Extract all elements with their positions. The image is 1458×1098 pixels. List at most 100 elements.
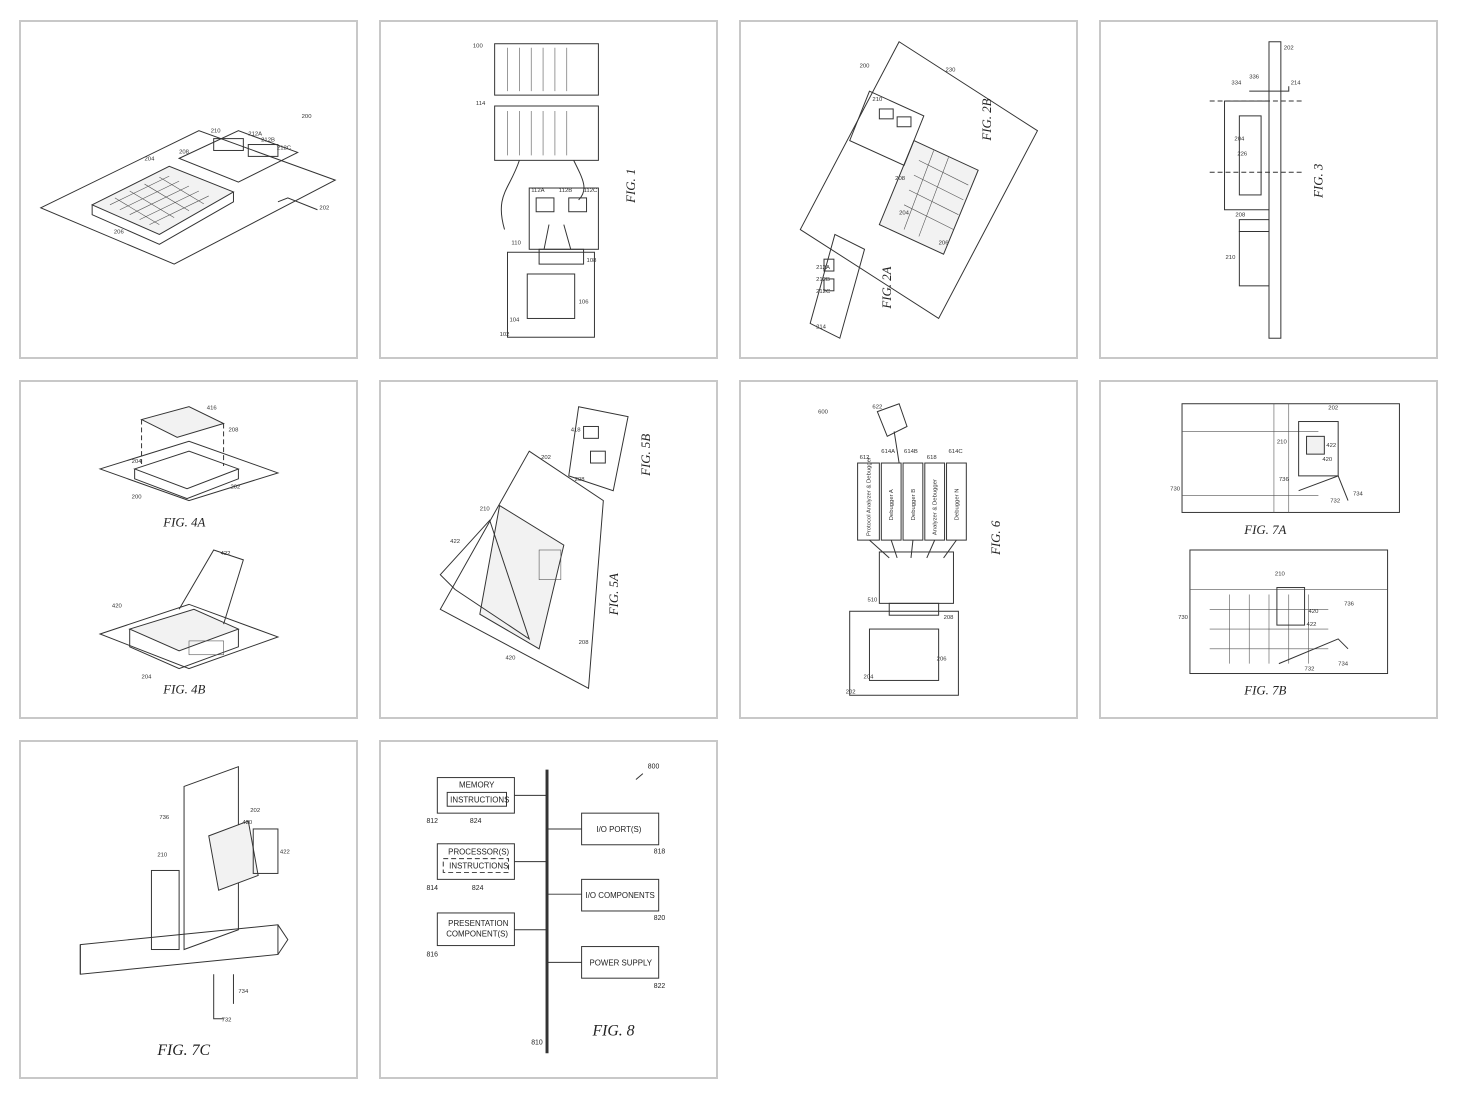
ref-label: 614A — [881, 449, 895, 455]
io-ports-block: I/O PORT(S) 818 — [581, 812, 665, 856]
figure-caption: FIG. 5B — [639, 434, 653, 477]
debugger-box-label: Analyzer & Debugger — [933, 479, 939, 535]
ref-label: 730 — [1178, 615, 1189, 621]
ref-label: 622 — [872, 405, 882, 411]
memory-instructions: INSTRUCTIONS — [450, 795, 509, 804]
ref-label: 212A — [816, 265, 830, 271]
figure-tile-1: 100 114 112A 112B 112C 110 108 106 104 1… — [379, 20, 718, 359]
figure-tile-2: 200 210 212A 212B 212C 208 204 202 206 — [19, 20, 358, 359]
ref-label: 420 — [112, 603, 123, 609]
presentation-line1: PRESENTATION — [448, 919, 509, 928]
io-components-block: I/O COMPONENTS 820 — [581, 878, 665, 922]
debugger-box-label: Debugger N — [954, 488, 960, 520]
ref-label: 110 — [511, 240, 521, 246]
ref-label: 202 — [846, 689, 856, 695]
board-isometric-drawing: 200 210 212A 212B 212C 208 204 202 206 — [39, 114, 337, 265]
fig4-drawing: 416 208 204 200 202 422 420 204 FIG. 4A … — [98, 406, 280, 696]
ref-label: 230 — [946, 67, 957, 73]
io-components-label: I/O COMPONENTS — [586, 891, 655, 900]
ref-label: 600 — [818, 410, 829, 416]
ref-label: 422 — [280, 850, 290, 856]
ref-label: 732 — [1305, 667, 1315, 673]
ref-label: 202 — [230, 485, 240, 491]
ref-label: 420 — [1322, 457, 1333, 463]
ref-label: 206 — [937, 657, 948, 663]
ref-label: 210 — [1275, 572, 1286, 578]
figure-caption: FIG. 4B — [162, 682, 205, 696]
ref-label: 102 — [500, 332, 510, 338]
figure-caption: FIG. 1 — [624, 169, 638, 204]
ref-label: 208 — [575, 477, 586, 483]
ref-label: 336 — [1249, 74, 1260, 80]
presentation-block: PRESENTATION COMPONENT(S) 816 — [426, 912, 515, 958]
ref-label: 210 — [1226, 255, 1237, 261]
memory-ref: 812 — [426, 818, 438, 825]
ref-label: 734 — [1353, 492, 1364, 498]
power-supply-ref: 822 — [654, 983, 666, 990]
figure-tile-7c: 736 202 420 422 210 734 732 FIG. 7C — [19, 740, 358, 1079]
ref-label: 736 — [159, 815, 170, 821]
debugger-box-label: Debugger A — [889, 489, 895, 520]
ref-label: 112B — [559, 188, 572, 194]
ref-label: 734 — [238, 989, 249, 995]
ref-label: 618 — [927, 455, 938, 461]
figure-caption: FIG. 6 — [989, 520, 1003, 556]
ref-label: 736 — [1279, 477, 1290, 483]
ref-label: 416 — [207, 406, 218, 412]
fig1-system-drawing: 100 114 112A 112B 112C 110 108 106 104 1… — [473, 43, 638, 338]
ref-label: 208 — [229, 427, 240, 433]
fig6-drawing: Protocol Analyzer & Debugger Debugger A … — [818, 403, 1003, 696]
ref-label: 200 — [860, 63, 871, 69]
diagram-ref: 800 — [648, 764, 660, 771]
ref-label: 208 — [179, 149, 190, 155]
figure-tile-2ab: 200 230 210 212A 212B 212C 208 204 206 2… — [739, 20, 1078, 359]
ref-label: 210 — [211, 129, 222, 135]
presentation-ref: 816 — [426, 951, 438, 958]
figure-caption: FIG. 3 — [1311, 164, 1325, 199]
processor-title: PROCESSOR(S) — [448, 848, 509, 857]
processor-ref: 814 — [426, 885, 438, 892]
figure-caption: FIG. 7A — [1243, 523, 1286, 537]
ref-label: 210 — [157, 853, 168, 859]
ref-label: 204 — [1234, 137, 1245, 143]
ref-label: 214 — [1291, 80, 1302, 86]
ref-label: 112A — [531, 188, 544, 194]
ref-label: 200 — [302, 114, 313, 120]
ref-label: 200 — [132, 495, 143, 501]
fig8-block-diagram: MEMORY INSTRUCTIONS 812 824 PROCESSOR(S)… — [426, 764, 666, 1054]
ref-label: 108 — [587, 258, 598, 264]
figure-caption: FIG. 4A — [162, 515, 205, 529]
ref-label: 206 — [114, 229, 125, 235]
fig5-drawing: 210 202 422 420 208 418 208 FIG. 5A FIG.… — [439, 406, 653, 690]
fig7c-drawing: 736 202 420 422 210 734 732 FIG. 7C — [79, 765, 290, 1059]
figure-caption: FIG. 5A — [607, 573, 621, 616]
ref-label: 104 — [509, 317, 520, 323]
io-ports-label: I/O PORT(S) — [596, 825, 641, 834]
ref-label: 730 — [1170, 487, 1181, 493]
ref-label: 204 — [145, 156, 156, 162]
figure-tile-6: Protocol Analyzer & Debugger Debugger A … — [739, 380, 1078, 719]
figure-caption: FIG. 8 — [591, 1022, 634, 1039]
debugger-box-label: Protocol Analyzer & Debugger — [866, 457, 872, 536]
ref-label: 422 — [221, 551, 231, 557]
memory-inner-ref: 824 — [470, 818, 482, 825]
presentation-line2: COMPONENT(S) — [446, 930, 508, 939]
ref-label: 212C — [277, 145, 292, 151]
ref-label: 106 — [579, 300, 590, 306]
figure-caption: FIG. 2B — [980, 98, 994, 141]
figure-tile-5: 210 202 422 420 208 418 208 FIG. 5A FIG.… — [379, 380, 718, 719]
ref-label: 202 — [541, 455, 551, 461]
ref-label: 208 — [895, 176, 906, 182]
memory-title: MEMORY — [459, 780, 495, 789]
fig7ab-drawing: 202 210 422 420 736 730 732 734 210 736 … — [1170, 403, 1400, 697]
processor-block: PROCESSOR(S) INSTRUCTIONS 814 824 — [426, 843, 515, 892]
ref-label: 420 — [506, 656, 517, 662]
ref-label: 204 — [142, 674, 153, 680]
ref-label: 612 — [860, 455, 870, 461]
ref-label: 422 — [1307, 622, 1317, 628]
ref-label: 334 — [1231, 80, 1242, 86]
ref-label: 202 — [1328, 406, 1338, 412]
ref-label: 202 — [1284, 46, 1294, 52]
ref-label: 420 — [1309, 609, 1320, 615]
ref-label: 510 — [867, 597, 878, 603]
